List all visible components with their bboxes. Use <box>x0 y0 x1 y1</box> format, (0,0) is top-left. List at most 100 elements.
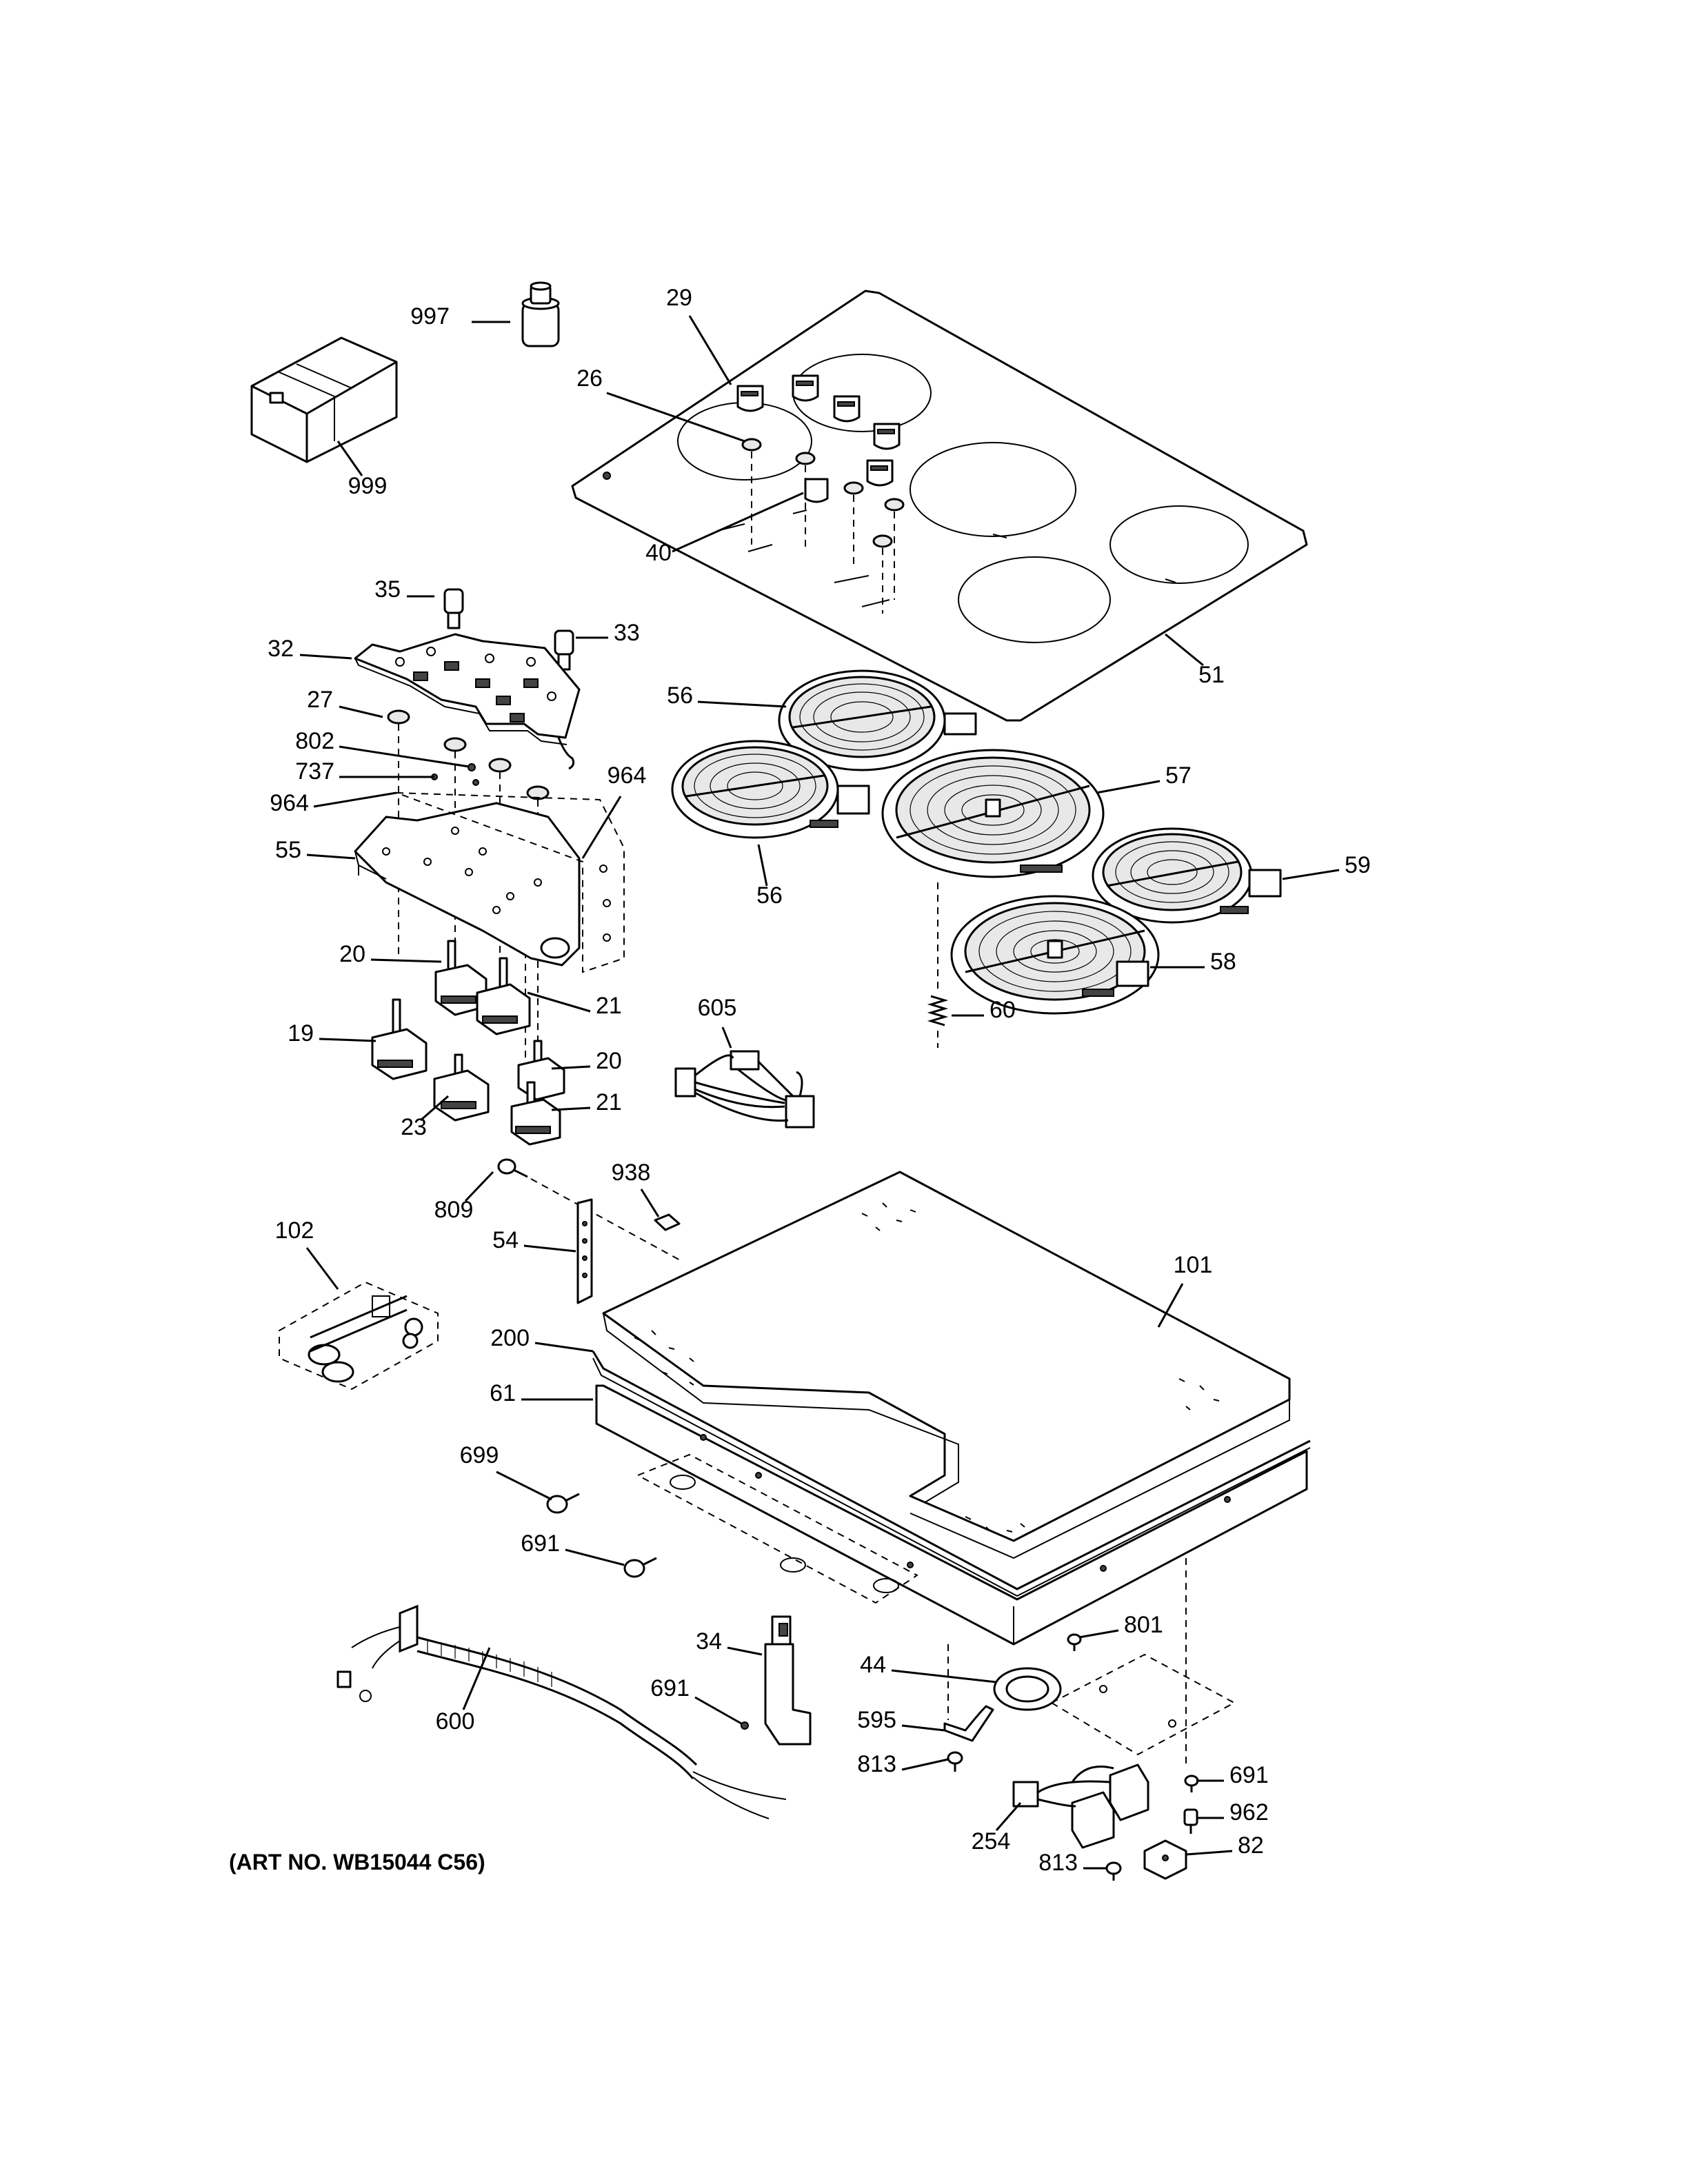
part-button-33 <box>554 629 574 671</box>
leader-line-c20a <box>370 958 442 963</box>
part-fuse-962 <box>1183 1808 1198 1834</box>
callout-c33: 33 <box>614 620 640 646</box>
callout-c813b: 813 <box>1038 1850 1078 1876</box>
callout-c964b: 964 <box>607 762 647 789</box>
callout-c600: 600 <box>436 1708 475 1735</box>
seal-26 <box>741 438 905 548</box>
callout-c57: 57 <box>1165 762 1192 789</box>
knob-4 <box>873 423 901 450</box>
leader-line-c801 <box>1078 1629 1119 1639</box>
leader-line-c57 <box>1096 780 1160 794</box>
callout-c999: 999 <box>348 473 388 499</box>
screw-802 <box>468 763 476 771</box>
leader-line-c59 <box>1282 869 1340 880</box>
part-screw-691b <box>741 1721 749 1730</box>
callout-c19: 19 <box>288 1020 314 1046</box>
part-insulation-964 <box>396 792 625 973</box>
callout-c997: 997 <box>410 303 450 330</box>
cooktop-graphics <box>716 509 1176 607</box>
board-components <box>395 647 556 722</box>
part-strip-54 <box>576 1198 593 1304</box>
leader-line-c29 <box>688 315 732 385</box>
callout-c691a: 691 <box>521 1530 560 1557</box>
leader-line-c691a <box>565 1548 625 1566</box>
part-switch-20b <box>517 1040 565 1101</box>
leader-line-c19 <box>319 1038 376 1042</box>
leader-line-c21a <box>527 991 591 1013</box>
callout-c691b: 691 <box>650 1675 690 1701</box>
callout-c61: 61 <box>490 1380 516 1406</box>
part-gasket-200 <box>592 1351 1311 1597</box>
screw-737 <box>431 774 479 786</box>
callout-c813a: 813 <box>857 1751 896 1777</box>
part-button-35 <box>443 588 464 629</box>
leader-line-c595 <box>901 1724 945 1732</box>
leader-line-c44 <box>891 1669 997 1684</box>
leader-line-c40 <box>672 492 804 553</box>
callout-c56a: 56 <box>667 682 693 709</box>
leader-line-c691b <box>694 1696 742 1725</box>
part-switch-21a <box>476 957 531 1035</box>
callout-c51: 51 <box>1198 662 1225 688</box>
leader-line-c20b <box>551 1065 591 1070</box>
part-screw-699 <box>546 1493 580 1514</box>
knob-3 <box>833 395 861 423</box>
callout-c964a: 964 <box>270 790 309 816</box>
part-switch-19 <box>371 998 428 1080</box>
callout-c23: 23 <box>401 1114 427 1140</box>
callout-c101: 101 <box>1174 1252 1213 1278</box>
leader-line-c56a <box>697 700 787 708</box>
callout-c82: 82 <box>1238 1832 1264 1859</box>
part-grommet-44 <box>947 1644 1062 1720</box>
part-switch-23 <box>433 1053 490 1122</box>
knob-1 <box>736 385 764 412</box>
callout-c699: 699 <box>460 1442 499 1468</box>
part-screw-801 <box>1067 1633 1082 1651</box>
callout-c34: 34 <box>696 1628 722 1655</box>
callout-c58: 58 <box>1210 949 1236 975</box>
callout-c44: 44 <box>860 1652 886 1678</box>
leader-line-c82 <box>1185 1850 1233 1856</box>
part-burner-56-rear <box>778 669 977 771</box>
part-screw-691c <box>1184 1775 1199 1792</box>
callout-layer: 9979992926405135333227802737964964555656… <box>268 285 1371 1876</box>
part-screw-813b <box>1105 1861 1122 1881</box>
leader-line-c254 <box>995 1802 1022 1831</box>
part-spring-60 <box>927 882 949 1048</box>
relay-plate-outline <box>1049 1558 1236 1765</box>
callout-c801: 801 <box>1124 1612 1163 1638</box>
part-burner-58 <box>950 895 1160 1015</box>
leader-line-c51 <box>1165 633 1204 667</box>
part-screw-813a <box>947 1751 963 1772</box>
callout-c32: 32 <box>268 636 294 662</box>
leader-line-c802 <box>339 745 470 768</box>
callout-c40: 40 <box>645 540 672 566</box>
part-wire-harness-605 <box>674 1050 815 1129</box>
callout-c605: 605 <box>698 995 737 1021</box>
knob-2 <box>792 374 819 402</box>
part-screw-691a <box>623 1557 657 1578</box>
part-burner-box-101 <box>602 1171 1291 1559</box>
leader-line-c938 <box>640 1189 660 1217</box>
callout-c60: 60 <box>989 997 1016 1023</box>
callout-c802: 802 <box>295 728 334 754</box>
callout-c102: 102 <box>275 1217 314 1244</box>
leader-line-c964a <box>313 791 397 808</box>
leader-line-c699 <box>496 1470 552 1501</box>
part-glass-cooktop-51 <box>571 290 1308 722</box>
part-relay-254 <box>1012 1763 1149 1849</box>
callout-c938: 938 <box>612 1160 651 1186</box>
leader-line-c26 <box>606 392 745 443</box>
part-bracket-34 <box>764 1615 812 1746</box>
art-number-label: (ART NO. WB15044 C56) <box>229 1850 485 1874</box>
callout-c20b: 20 <box>596 1048 622 1074</box>
callout-c21b: 21 <box>596 1089 622 1115</box>
callout-c962: 962 <box>1229 1799 1269 1826</box>
leader-line-c999 <box>336 441 363 476</box>
leader-line-c21b <box>551 1106 591 1111</box>
part-clamp-595 <box>943 1705 994 1742</box>
leader-line-c809 <box>464 1171 494 1202</box>
part-burner-57 <box>881 749 1105 878</box>
axis-809 <box>530 1178 683 1262</box>
